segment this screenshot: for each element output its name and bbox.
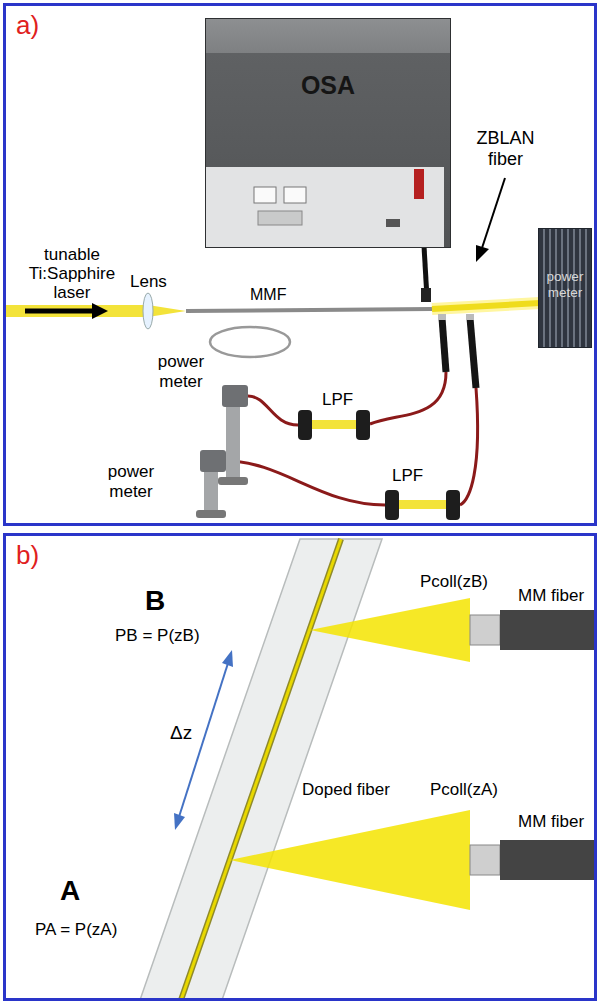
zblan-fiber <box>432 303 540 309</box>
light-cone <box>310 598 470 662</box>
beam-arrow-head <box>92 303 108 319</box>
lpf-mount <box>298 410 312 440</box>
mmf-fiber <box>186 309 432 311</box>
focused-beam <box>148 305 186 317</box>
zblan-glow <box>432 303 540 309</box>
point-letter: A <box>60 875 80 907</box>
power-meter-head: power meter <box>538 228 592 348</box>
probe-body <box>500 840 594 880</box>
probe-tip <box>438 314 446 320</box>
fiber-label: Doped fiber <box>302 780 390 800</box>
lpf-mount <box>356 410 370 440</box>
fiber-cladding <box>140 539 382 998</box>
osa-instrument: OSA <box>205 18 451 248</box>
source-label: tunable Ti:Sapphire laser <box>18 245 126 302</box>
pointer-arrow <box>482 178 505 248</box>
panel-letter: b) <box>16 540 39 571</box>
probe-body <box>500 610 594 650</box>
detector-label: power meter <box>150 352 212 391</box>
distance-arrow-head <box>222 650 233 667</box>
fiber-core <box>181 539 341 998</box>
filter-label: LPF <box>322 390 353 410</box>
meter-base <box>196 510 226 518</box>
instrument-name: OSA <box>206 71 450 100</box>
lpf-filter <box>395 500 450 509</box>
pointer-arrow-head <box>476 245 489 262</box>
device-label: power meter <box>539 269 591 301</box>
meter-post <box>226 407 240 479</box>
meter-head <box>222 385 248 407</box>
red-cable <box>226 461 385 505</box>
lpf-mount <box>446 490 460 520</box>
collected-power: Pcoll(zB) <box>420 572 488 592</box>
red-cable <box>460 388 478 505</box>
fiber-label: ZBLAN fiber <box>468 128 543 169</box>
probe-label: MM fiber <box>518 586 584 606</box>
meter-post <box>204 472 218 514</box>
osa-front-panel <box>206 19 444 247</box>
probe-ferrule <box>470 615 500 645</box>
distance-arrow-head <box>174 813 185 830</box>
fiber-core <box>181 539 341 998</box>
red-cable <box>248 396 298 425</box>
probe-ferrule <box>470 845 500 875</box>
lpf-mount <box>385 490 399 520</box>
probe-connector <box>470 318 476 388</box>
panel-letter: a) <box>16 10 39 41</box>
osa-connector <box>421 288 431 302</box>
power-expression: PB = P(zB) <box>115 626 200 646</box>
lens <box>143 293 153 329</box>
probe-tip <box>466 314 474 320</box>
part-label: MMF <box>250 286 286 304</box>
collected-power: Pcoll(zA) <box>430 780 498 800</box>
red-cable <box>370 372 446 424</box>
power-expression: PA = P(zA) <box>35 920 117 940</box>
detector-label: power meter <box>100 462 162 501</box>
probe-connector <box>442 318 446 372</box>
point-letter: B <box>145 585 165 617</box>
lpf-filter <box>308 420 358 429</box>
light-cone <box>230 810 470 910</box>
probe-label: MM fiber <box>518 812 584 832</box>
beam-arrow <box>25 309 94 314</box>
meter-base <box>218 477 248 485</box>
distance-label: Δz <box>170 722 192 744</box>
fiber-coil <box>210 327 290 357</box>
filter-label: LPF <box>392 466 423 486</box>
laser-beam <box>6 305 148 317</box>
meter-head <box>200 450 226 472</box>
part-label: Lens <box>130 272 167 292</box>
